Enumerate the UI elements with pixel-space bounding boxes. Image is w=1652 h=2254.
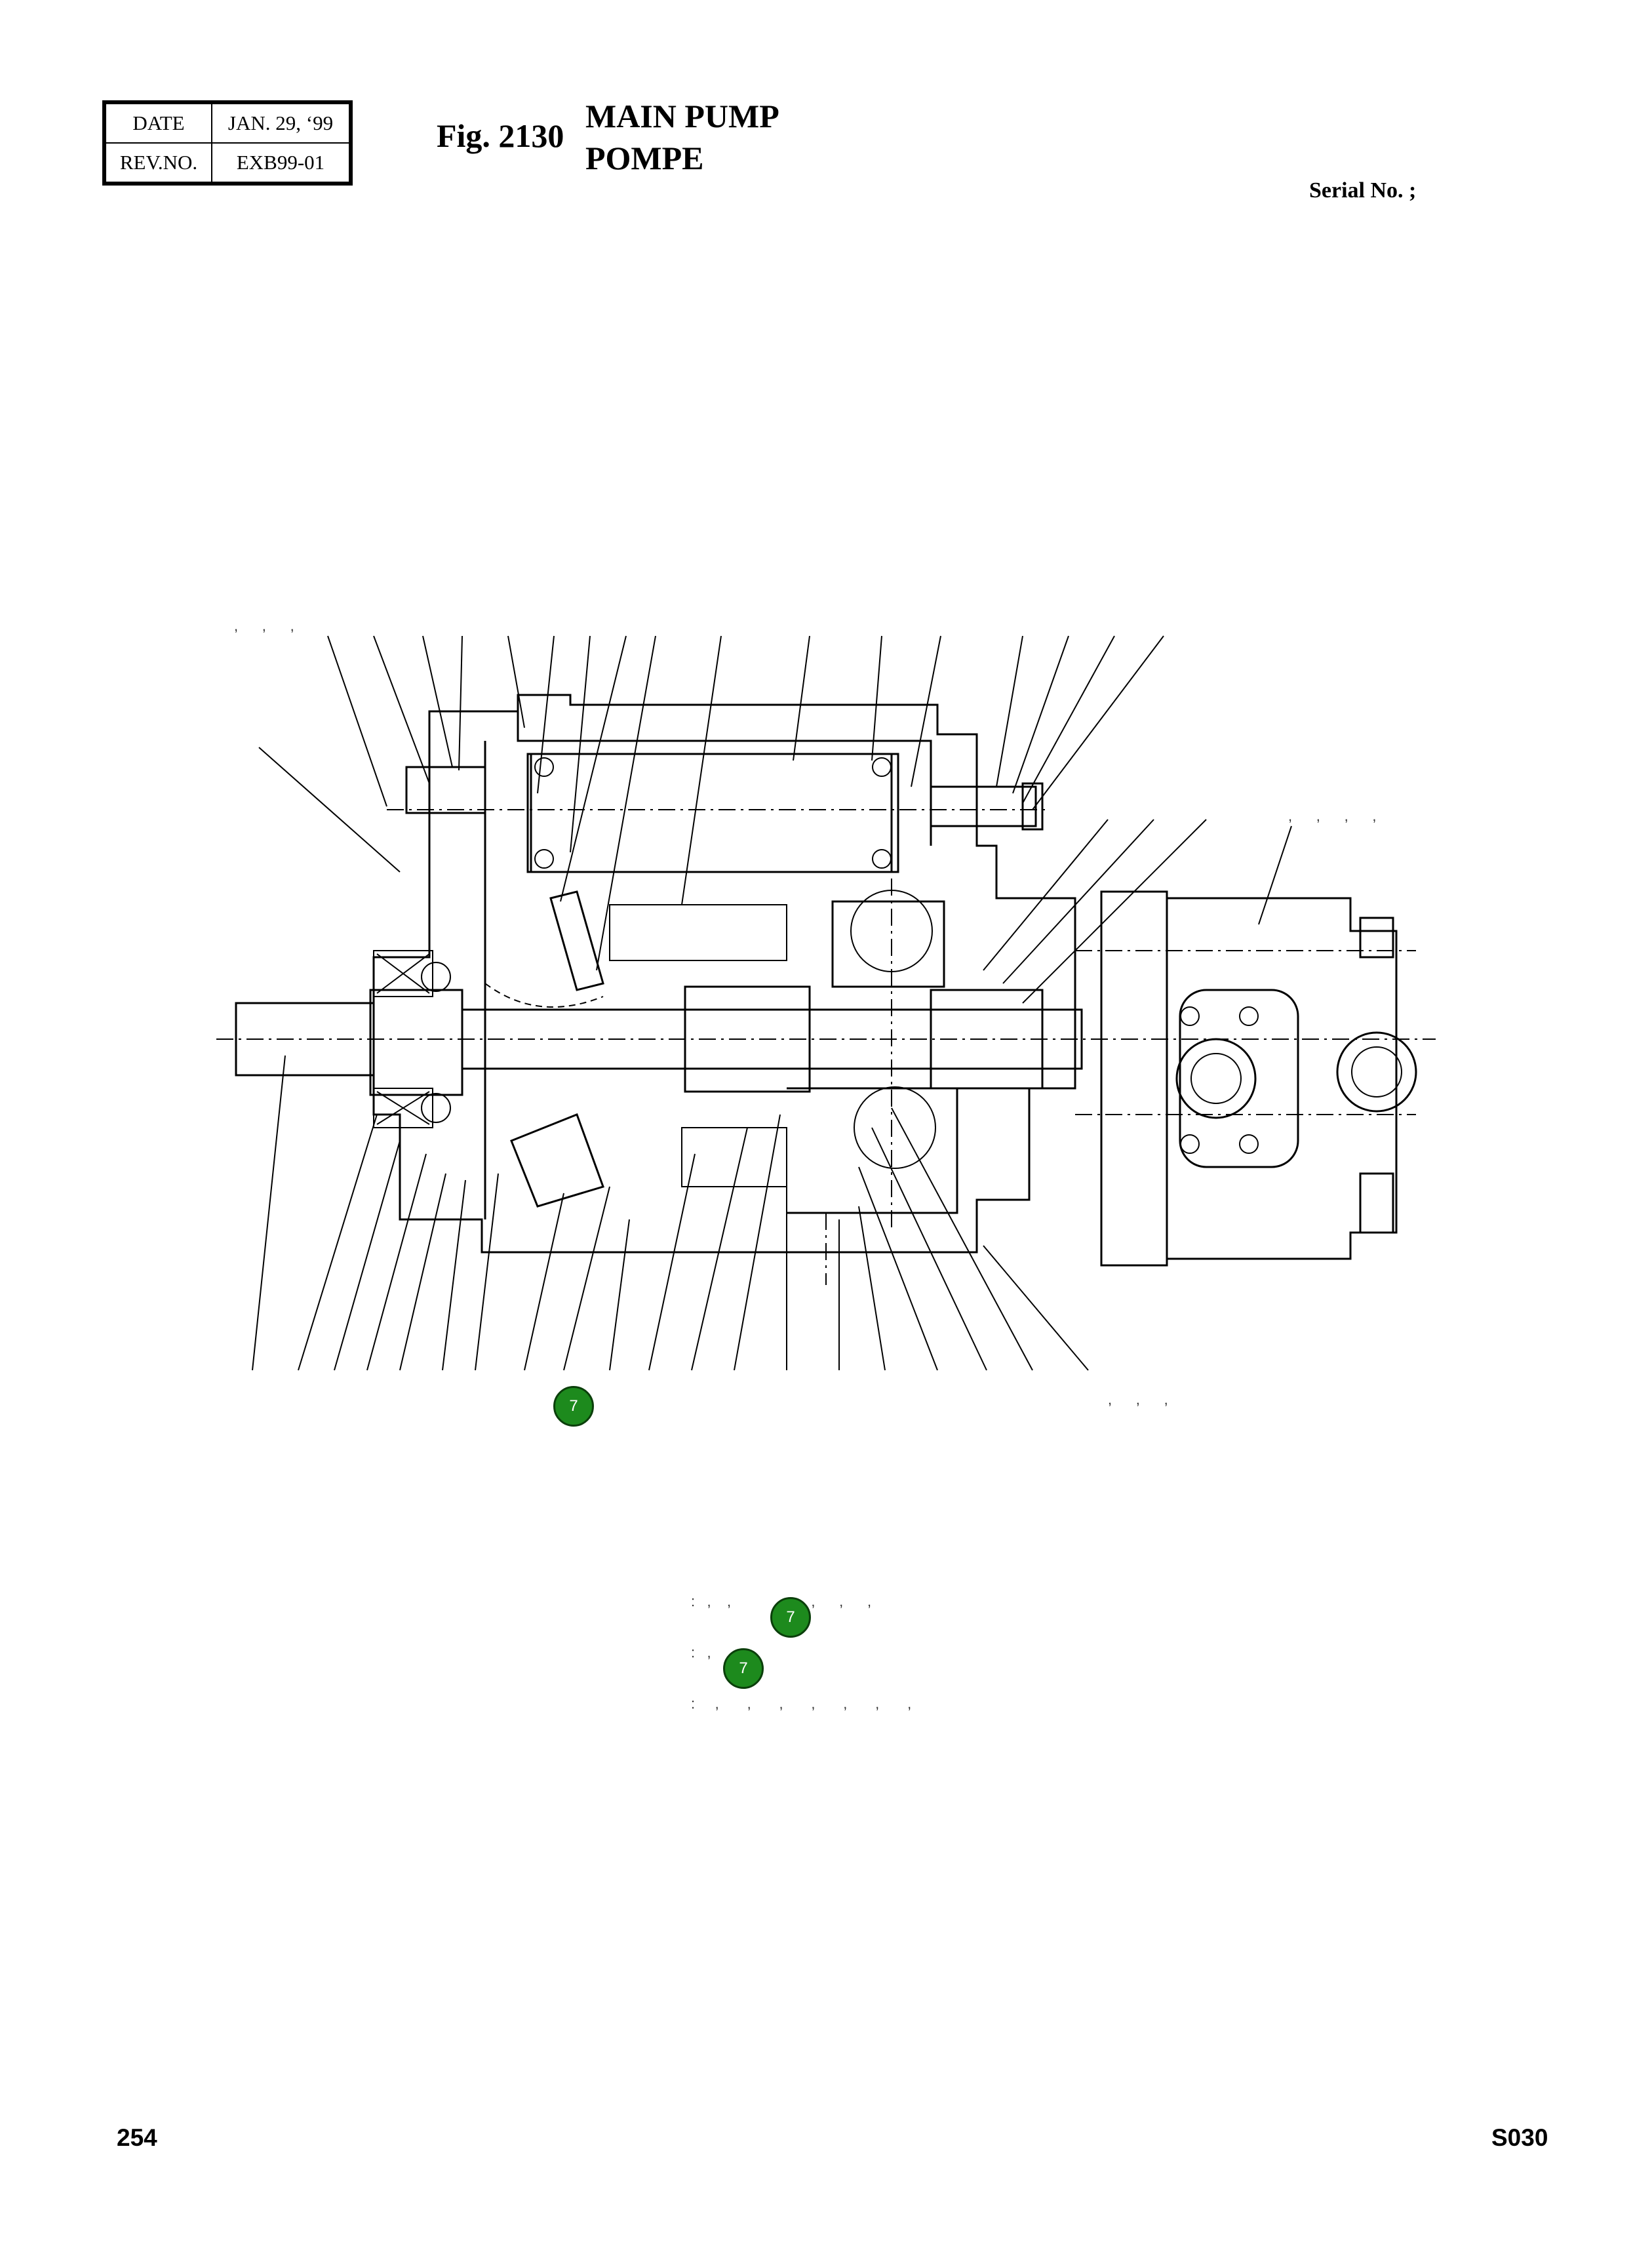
title-french: POMPE bbox=[585, 140, 704, 176]
reference-badge[interactable]: 7 bbox=[553, 1386, 594, 1427]
swash-plate bbox=[484, 890, 604, 1208]
reference-badge[interactable]: 7 bbox=[723, 1648, 764, 1689]
revision-box: DATE JAN. 29, ‘99 REV.NO. EXB99-01 bbox=[102, 100, 353, 186]
separator-marks: : , , , , , , , bbox=[691, 1695, 912, 1712]
leader-lines bbox=[252, 635, 1292, 1371]
separator-marks: , , , , bbox=[1288, 808, 1377, 824]
rev-value: EXB99-01 bbox=[211, 142, 350, 183]
title-english: MAIN PUMP bbox=[585, 98, 779, 134]
pump-housing bbox=[372, 694, 1076, 1254]
center-lines bbox=[216, 809, 1436, 1285]
separator-marks: : , bbox=[691, 1644, 711, 1661]
separator-marks: , , , bbox=[234, 618, 294, 634]
rev-label: REV.NO. bbox=[105, 142, 212, 183]
serial-label: Serial No. ; bbox=[1309, 178, 1417, 203]
separator-marks: , , , bbox=[1108, 1391, 1168, 1408]
reference-badge[interactable]: 7 bbox=[770, 1597, 811, 1638]
page-number: 254 bbox=[117, 2124, 157, 2151]
figure-number: Fig. 2130 bbox=[437, 117, 564, 154]
servo-piston bbox=[405, 753, 1044, 873]
date-value: JAN. 29, ‘99 bbox=[211, 103, 350, 144]
document-code: S030 bbox=[1491, 2124, 1548, 2151]
drive-shaft bbox=[235, 950, 1083, 1128]
date-label: DATE bbox=[105, 103, 212, 144]
gear-pump bbox=[1100, 890, 1417, 1267]
